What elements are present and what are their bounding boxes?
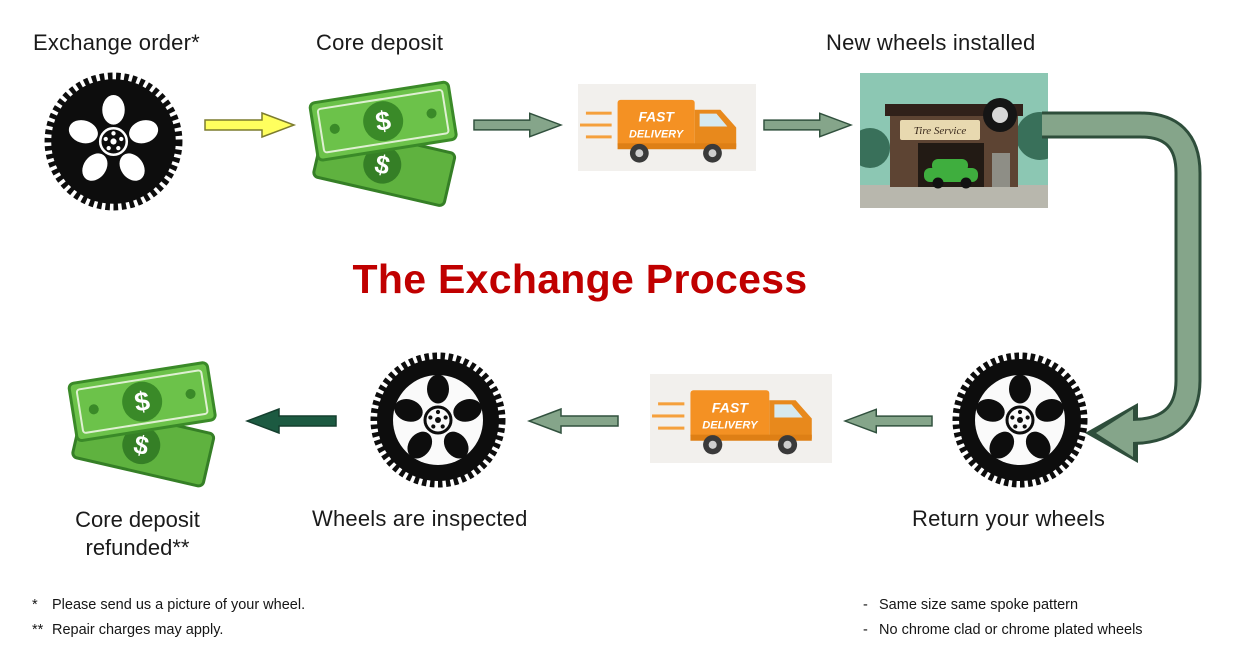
label-wheels-inspected: Wheels are inspected	[312, 506, 528, 531]
footnotes-right: - Same size same spoke pattern - No chro…	[863, 596, 1143, 646]
arrow-right-green-icon	[473, 110, 563, 140]
green-car-icon	[924, 159, 978, 189]
arrow-curved-down-icon	[1040, 100, 1225, 470]
footnote-item: * Please send us a picture of your wheel…	[32, 596, 305, 614]
delivery-truck-icon: FAST DELIVERY	[650, 374, 832, 463]
page-title: The Exchange Process	[352, 256, 808, 302]
dollar-sign: $	[132, 386, 152, 418]
tire-service-sign: Tire Service	[914, 125, 967, 137]
dollar-sign: $	[373, 105, 393, 137]
footnote-item: ** Repair charges may apply.	[32, 621, 305, 639]
footnote-text: Repair charges may apply.	[52, 622, 224, 638]
footnote-item: - Same size same spoke pattern	[863, 596, 1143, 614]
delivery-truck-icon: FAST DELIVERY	[578, 84, 756, 171]
footnote-marker: **	[32, 622, 44, 638]
speed-lines	[580, 111, 612, 139]
label-return-your-wheels: Return your wheels	[912, 506, 1106, 531]
label-exchange-order: Exchange order*	[33, 30, 200, 55]
dollar-bill-front: $	[308, 80, 458, 162]
label-new-wheels-installed: New wheels installed	[826, 30, 1036, 55]
arrow-right-green-icon	[763, 110, 853, 140]
truck-text-delivery: DELIVERY	[629, 128, 685, 140]
footnote-text: Please send us a picture of your wheel.	[52, 597, 306, 613]
arrow-left-dark-green-icon	[245, 406, 337, 436]
wheel-black-icon	[42, 70, 185, 213]
speed-lines	[652, 402, 685, 430]
footnote-marker: *	[32, 597, 38, 613]
truck-text-delivery: DELIVERY	[702, 420, 759, 432]
money-refund-icon: $ $	[52, 345, 234, 490]
footnote-marker: -	[863, 622, 868, 638]
truck-text-fast: FAST	[638, 109, 675, 125]
label-core-deposit: Core deposit	[316, 30, 444, 55]
wheel-silver-icon	[368, 350, 508, 490]
arrow-left-green-icon	[527, 406, 619, 436]
tire-service-shop-illustration: Tire Service	[860, 73, 1048, 208]
tree-icon	[860, 128, 890, 168]
truck-text-fast: FAST	[712, 399, 750, 415]
footnote-text: No chrome clad or chrome plated wheels	[879, 622, 1143, 638]
footnote-text: Same size same spoke pattern	[879, 597, 1079, 613]
footnotes-left: * Please send us a picture of your wheel…	[32, 596, 305, 646]
arrow-left-green-icon	[843, 406, 933, 436]
money-core-deposit-icon: $ $	[293, 66, 475, 208]
tree-icon	[1016, 112, 1048, 160]
footnote-item: - No chrome clad or chrome plated wheels	[863, 621, 1143, 639]
wheel-silver-icon	[950, 350, 1090, 490]
footnote-marker: -	[863, 597, 868, 613]
arrow-right-yellow-icon	[203, 110, 297, 140]
dollar-bill-front: $	[67, 361, 217, 443]
label-core-deposit-refunded: Core deposit refunded**	[75, 507, 200, 560]
